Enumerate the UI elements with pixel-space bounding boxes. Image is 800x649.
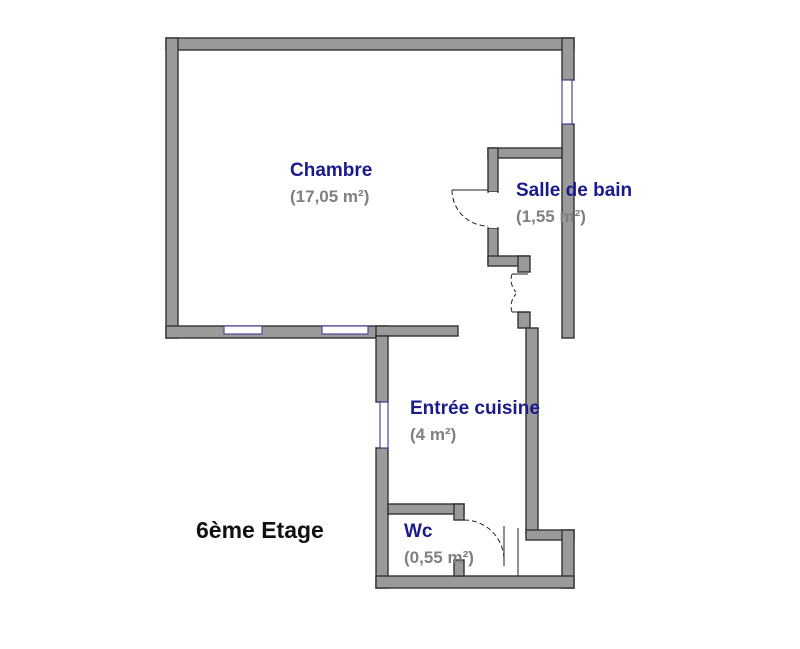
- wc-door: [455, 519, 519, 576]
- window-entree: [379, 401, 389, 449]
- entree-cuisine-name: Entrée cuisine: [410, 398, 540, 419]
- salle-de-bain-area: (1,55 m²): [516, 207, 586, 226]
- wc-area: (0,55 m²): [404, 548, 474, 567]
- entree-cuisine-area: (4 m²): [410, 425, 456, 444]
- corridor-door: [510, 273, 528, 313]
- window-bottom-right: [321, 325, 369, 335]
- floor-label: 6ème Etage: [196, 517, 324, 543]
- window-bottom-left: [223, 325, 263, 335]
- wc-name: Wc: [404, 521, 433, 542]
- window-right: [561, 79, 573, 125]
- chambre-walls: [165, 37, 575, 339]
- entree-walls: [375, 327, 575, 589]
- salle-de-bain-walls: [487, 147, 563, 329]
- chambre-windows: [223, 79, 573, 335]
- salle-de-bain-name: Salle de bain: [516, 180, 632, 201]
- chambre-area: (17,05 m²): [290, 187, 369, 206]
- bathroom-door: [451, 189, 497, 228]
- chambre-name: Chambre: [290, 160, 372, 181]
- wc-walls: [387, 503, 465, 577]
